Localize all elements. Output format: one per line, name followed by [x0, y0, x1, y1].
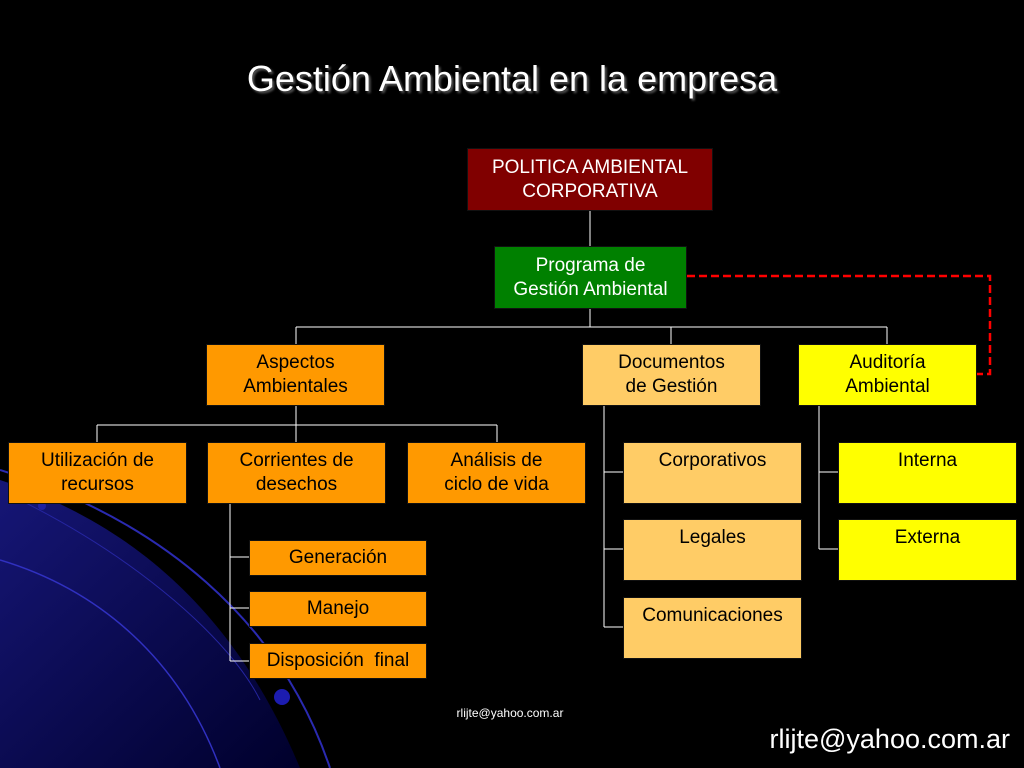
node-line: Documentos	[618, 352, 725, 373]
node-line: Programa de	[535, 254, 646, 276]
node-line: desechos	[255, 474, 338, 495]
node-analisis-ciclo-vida: Análisis de ciclo de vida	[407, 442, 586, 504]
dashed-audit-link	[687, 274, 992, 376]
node-line: CORPORATIVA	[522, 180, 658, 202]
node-legales: Legales	[623, 519, 802, 581]
node-externa: Externa	[838, 519, 1017, 581]
node-line: Legales	[679, 527, 746, 548]
node-line: de Gestión	[625, 376, 718, 397]
background-swoosh-fill	[0, 480, 300, 768]
node-line: Corporativos	[658, 450, 767, 471]
node-line: Disposición final	[266, 650, 410, 671]
node-line: Utilización de	[41, 450, 154, 471]
node-line: Análisis de	[450, 450, 543, 471]
node-line: Ambientales	[243, 376, 348, 397]
footer-email-large: rlijte@yahoo.com.ar	[769, 724, 1011, 754]
slide-title: Gestión Ambiental en la empresa	[246, 58, 778, 99]
node-line: Corrientes de	[239, 450, 354, 471]
node-utilizacion-recursos: Utilización de recursos	[8, 442, 187, 504]
node-line: Interna	[897, 450, 958, 471]
node-comunicaciones: Comunicaciones	[623, 597, 802, 659]
node-line: Externa	[894, 527, 961, 548]
node-line: Aspectos	[256, 352, 335, 373]
node-line: POLITICA AMBIENTAL	[491, 156, 689, 178]
node-disposicion-final: Disposición final	[249, 643, 427, 679]
node-line: Ambiental	[845, 376, 930, 397]
node-corporativos: Corporativos	[623, 442, 802, 504]
node-interna: Interna	[838, 442, 1017, 504]
node-line: Gestión Ambiental	[513, 278, 668, 300]
background-dot	[38, 502, 46, 510]
node-line: Comunicaciones	[642, 605, 783, 626]
node-generacion: Generación	[249, 540, 427, 576]
node-corrientes-desechos: Corrientes de desechos	[207, 442, 386, 504]
node-manejo: Manejo	[249, 591, 427, 627]
node-line: Generación	[288, 547, 388, 568]
footer-email-small: rlijte@yahoo.com.ar	[456, 706, 564, 720]
background-swoosh-line	[0, 559, 221, 768]
node-documentos-gestion: Documentos de Gestión	[582, 344, 761, 406]
background-dot	[274, 689, 290, 705]
node-line: ciclo de vida	[444, 474, 549, 495]
background-swoosh-line	[19, 499, 261, 701]
node-line: Auditoría	[849, 352, 926, 373]
node-line: recursos	[61, 474, 134, 495]
node-line: Manejo	[306, 598, 370, 619]
